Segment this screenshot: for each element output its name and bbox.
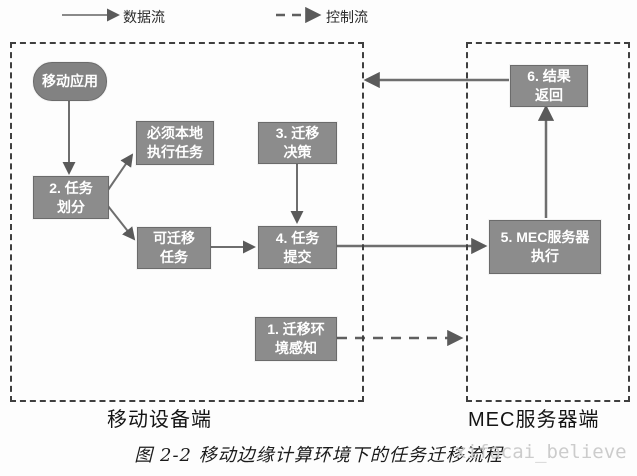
node-mec-execute: 5. MEC服务器 执行 xyxy=(489,220,601,274)
watermark-text: xifacai_believe xyxy=(455,441,627,463)
node-migratable-task: 可迁移 任务 xyxy=(137,227,211,269)
legend-data-flow-label: 数据流 xyxy=(123,9,165,25)
arrow-partition-to-local xyxy=(107,153,134,191)
node-migration-decision: 3. 迁移 决策 xyxy=(258,122,337,164)
figure-caption: 图 2-2 移动边缘计算环境下的任务迁移流程 xyxy=(134,445,503,466)
node-env-sense: 1. 迁移环 境感知 xyxy=(255,317,337,361)
device-container-label: 移动设备端 xyxy=(107,409,212,431)
node-task-submit: 4. 任务 提交 xyxy=(258,226,337,269)
node-mobile-app: 移动应用 xyxy=(33,62,107,101)
legend-control-flow-label: 控制流 xyxy=(326,9,368,25)
node-task-partition: 2. 任务 划分 xyxy=(33,176,109,219)
node-result-return: 6. 结果 返回 xyxy=(510,65,588,107)
device-container xyxy=(10,42,364,402)
server-container-label: MEC服务器端 xyxy=(468,409,600,431)
server-container xyxy=(466,42,630,402)
arrow-partition-to-migratable xyxy=(107,205,136,241)
node-local-task: 必须本地 执行任务 xyxy=(136,121,214,165)
